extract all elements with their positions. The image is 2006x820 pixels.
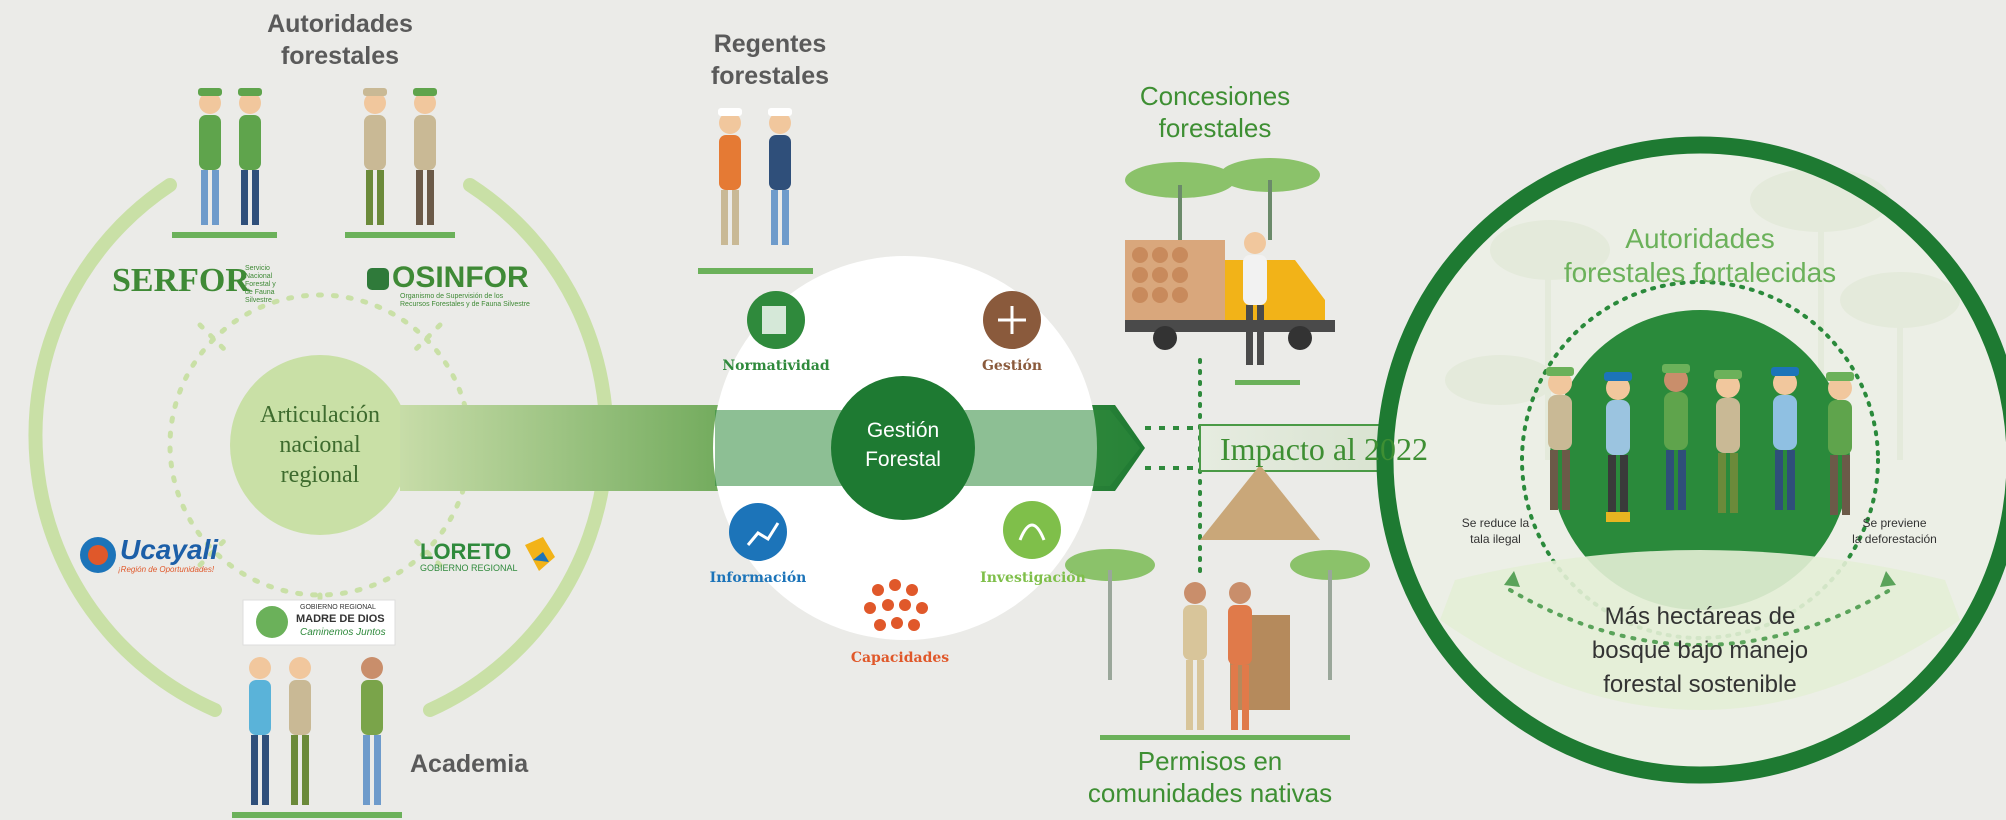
autoridades-illustration [172,88,455,238]
capacidades-icon [864,579,928,631]
gestion-forestal-label: Gestión Forestal [865,419,941,471]
gestion-icon [983,291,1041,349]
permisos-title: Permisos en comunidades nativas [1087,746,1333,808]
result-ring [1376,136,2006,784]
osinfor-logo-mark [367,268,389,290]
capacidades-label: Capacidades [850,650,950,666]
regentes-title: Regentes forestales [710,30,830,90]
result-bottom-text: Más hectáreas de bosque bajo manejo fore… [1591,603,1809,698]
normatividad-label: Normatividad [722,358,830,374]
mdd-logo-subtitle: Caminemos Juntos [300,627,386,638]
autoridades-title: Autoridades forestales [267,10,413,70]
academia-illustration [232,657,402,818]
normatividad-icon [747,291,805,349]
osinfor-logo-subtitle: Organismo de Supervisión de los Recursos… [400,293,530,308]
forest-silhouette [1445,168,1960,460]
serfor-logo-subtitle: Servicio Nacional Forestal y de Fauna Si… [245,265,276,304]
articulacion-label: Articulación nacional regional [260,402,380,488]
concesiones-title: Concesiones forestales [1139,81,1291,143]
ucayali-logo: Ucayali [120,534,219,565]
result-right-note: Se previene la deforestación [1852,516,1937,546]
loreto-logo-subtitle: GOBIERNO REGIONAL [420,563,518,573]
permisos-illustration [1065,465,1370,740]
gestion-dark-circle [831,376,975,520]
result-group-illustration [1546,364,1854,522]
ucayali-logo-subtitle: ¡Región de Oportunidades! [118,565,215,574]
result-title: Autoridades forestales fortalecidas [1563,223,1837,288]
regentes-illustration [698,108,813,274]
academia-title: Academia [410,750,529,778]
mdd-logo-top: GOBIERNO REGIONAL [300,604,376,611]
loreto-logo: LORETO [420,539,512,564]
concesiones-illustration [1125,158,1335,385]
mdd-logo: MADRE DE DIOS [296,613,385,625]
investigacion-label: Investigación [980,570,1086,586]
loreto-logo-mark [525,537,555,571]
gestion-label: Gestión [981,358,1043,374]
ucayali-logo-mark [80,537,116,573]
serfor-logo: SERFOR [112,262,250,299]
informacion-label: Información [709,570,807,586]
investigacion-icon [1003,501,1061,559]
madre-de-dios-logo-box [242,599,396,646]
informacion-icon [729,503,787,561]
articulacion-circle [230,355,410,535]
osinfor-logo: OSINFOR [392,261,529,294]
result-left-note: Se reduce la tala ilegal [1461,516,1530,546]
impacto-label: Impacto al 2022 [1220,431,1428,467]
